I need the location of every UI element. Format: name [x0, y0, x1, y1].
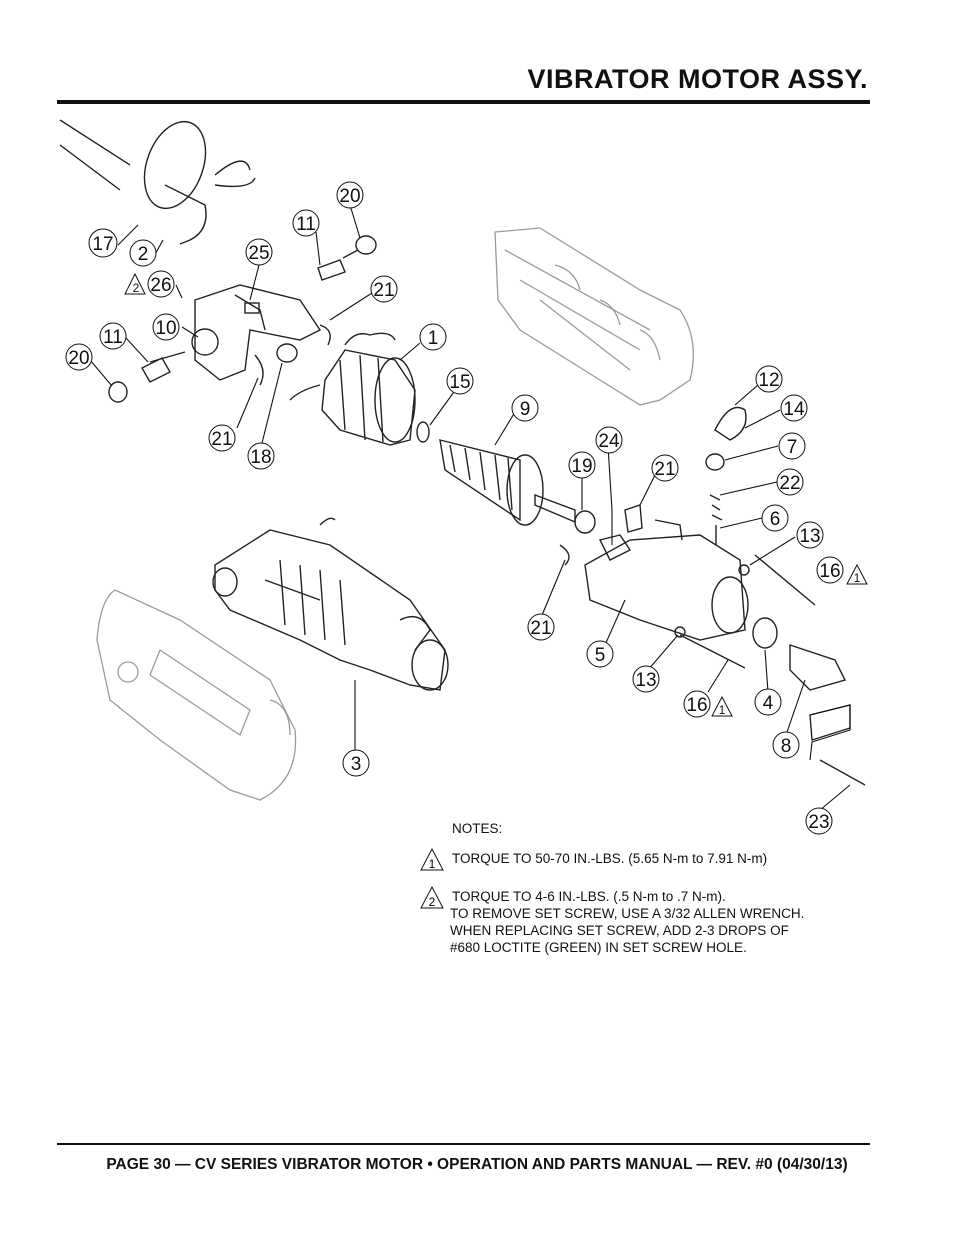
svg-text:21: 21 — [530, 618, 551, 639]
callout-label: 10 — [152, 313, 180, 341]
callout-label: 2 — [129, 239, 157, 267]
callout-label: 14 — [780, 394, 808, 422]
callout-label: 13 — [796, 521, 824, 549]
callout-label: 6 — [761, 504, 789, 532]
svg-text:17: 17 — [92, 234, 113, 255]
torque-triangles: 2 1 1 — [124, 272, 868, 717]
svg-text:1: 1 — [719, 703, 726, 717]
torque-triangle-icon: 2 — [124, 272, 146, 295]
callout-label: 17 — [88, 228, 118, 258]
callout-label: 4 — [754, 688, 782, 716]
svg-text:16: 16 — [686, 695, 707, 716]
callout-label: 21 — [208, 424, 236, 452]
callout-label: 26 — [147, 270, 175, 298]
svg-text:3: 3 — [351, 754, 362, 775]
svg-text:24: 24 — [598, 431, 620, 452]
page-title: VIBRATOR MOTOR ASSY. — [527, 64, 868, 94]
svg-text:21: 21 — [373, 280, 394, 301]
assembled-motor-drawing — [212, 517, 449, 691]
svg-text:1: 1 — [429, 857, 436, 871]
svg-text:2: 2 — [133, 281, 140, 295]
svg-text:1: 1 — [854, 571, 861, 585]
callout-label: 20 — [336, 181, 364, 209]
torque-triangle-icon: 1 — [846, 563, 868, 585]
svg-text:11: 11 — [103, 327, 123, 348]
note-text: TORQUE TO 4-6 IN.-LBS. (.5 N-m to .7 N-m… — [452, 889, 726, 904]
motor-housing-drawing — [559, 406, 866, 786]
svg-text:9: 9 — [520, 399, 531, 420]
callout-label: 7 — [778, 432, 806, 460]
callout-label: 24 — [595, 426, 623, 454]
note-text: #680 LOCTITE (GREEN) IN SET SCREW HOLE. — [450, 940, 747, 955]
svg-text:21: 21 — [654, 459, 675, 480]
callout-label: 21 — [370, 275, 398, 303]
callout-label: 11 — [292, 209, 320, 237]
svg-text:20: 20 — [339, 186, 360, 207]
svg-text:2: 2 — [429, 895, 436, 909]
svg-text:7: 7 — [787, 437, 798, 458]
callout-label: 19 — [568, 451, 596, 479]
svg-text:13: 13 — [799, 526, 820, 547]
svg-text:16: 16 — [819, 561, 840, 582]
callout-label: 3 — [342, 749, 370, 777]
top-housing-drawing — [494, 227, 694, 406]
callout-label: 21 — [527, 613, 555, 641]
svg-text:5: 5 — [595, 645, 606, 666]
callout-label: 16 — [816, 556, 844, 584]
cord-end-cap-drawing — [59, 119, 256, 245]
svg-text:19: 19 — [571, 456, 592, 477]
torque-triangle-icon: 1 — [420, 848, 444, 871]
callout-label: 11 — [99, 322, 127, 350]
bottom-housing-drawing — [96, 589, 297, 801]
note-text: WHEN REPLACING SET SCREW, ADD 2-3 DROPS … — [450, 923, 789, 938]
callout-label: 9 — [511, 394, 539, 422]
svg-text:10: 10 — [155, 318, 176, 339]
callout-label: 22 — [776, 468, 804, 496]
callout-label: 23 — [805, 807, 833, 835]
callout-label: 5 — [586, 640, 614, 668]
callout-label: 16 — [683, 690, 711, 718]
svg-text:23: 23 — [808, 812, 829, 833]
svg-text:1: 1 — [428, 328, 439, 349]
brush-holder-drawing — [108, 235, 377, 403]
leader-lines — [89, 204, 851, 811]
field-coil-drawing — [289, 332, 416, 446]
armature-drawing — [416, 421, 596, 534]
callout-label: 25 — [245, 238, 273, 266]
svg-text:20: 20 — [68, 348, 89, 369]
note-text: TO REMOVE SET SCREW, USE A 3/32 ALLEN WR… — [450, 906, 805, 921]
callout-label: 8 — [772, 731, 800, 759]
svg-text:6: 6 — [770, 509, 781, 530]
svg-text:11: 11 — [296, 214, 316, 235]
callout-label: 13 — [632, 665, 660, 693]
note-text: TORQUE TO 50-70 IN.-LBS. (5.65 N-m to 7.… — [452, 851, 768, 866]
svg-text:26: 26 — [150, 275, 171, 296]
callout-label: 1 — [419, 323, 447, 351]
header-rule — [57, 100, 870, 104]
callout-label: 12 — [755, 365, 783, 393]
svg-text:21: 21 — [211, 429, 232, 450]
notes-label: NOTES: — [452, 821, 503, 836]
svg-text:25: 25 — [248, 243, 269, 264]
callout-label: 20 — [65, 343, 93, 371]
callout-labels: 17 2 26 11 10 20 21 18 25 11 20 21 1 15 … — [65, 181, 844, 835]
svg-text:13: 13 — [635, 670, 656, 691]
page-footer: PAGE 30 — CV SERIES VIBRATOR MOTOR • OPE… — [106, 1156, 848, 1173]
svg-text:8: 8 — [781, 736, 792, 757]
callout-label: 15 — [446, 367, 474, 395]
footer-rule — [57, 1143, 870, 1145]
svg-text:2: 2 — [138, 244, 149, 265]
svg-text:14: 14 — [783, 399, 805, 420]
svg-text:18: 18 — [250, 447, 271, 468]
svg-text:4: 4 — [763, 693, 774, 714]
torque-triangle-icon: 2 — [420, 886, 444, 909]
callout-label: 21 — [651, 454, 679, 482]
torque-triangle-icon: 1 — [711, 695, 733, 717]
svg-text:22: 22 — [779, 473, 800, 494]
svg-text:12: 12 — [758, 370, 779, 391]
svg-text:15: 15 — [449, 372, 470, 393]
callout-label: 18 — [247, 442, 275, 470]
